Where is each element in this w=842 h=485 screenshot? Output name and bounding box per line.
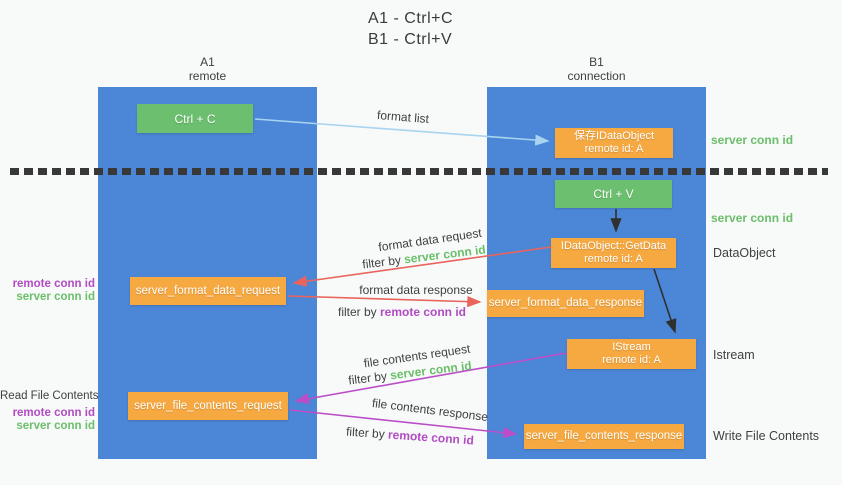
filter-by-text: filter by	[347, 368, 391, 388]
server-conn-id-annotation: server conn id	[16, 291, 95, 303]
format-data-response-label: format data response	[359, 283, 473, 297]
format-list-label: format list	[376, 107, 430, 127]
lane-header-a1: A1 remote	[98, 55, 317, 83]
save-idataobject-box: 保存IDataObject remote id: A	[555, 128, 673, 158]
read-file-contents-annotation: Read File Contents	[0, 390, 99, 402]
remote-conn-id-text: remote conn id	[387, 427, 475, 448]
istream-box: IStream remote id: A	[567, 339, 696, 369]
lane-a1-name: A1	[200, 55, 215, 69]
server-conn-id-annotation-top: server conn id	[711, 133, 794, 147]
dataobject-annotation: DataObject	[713, 246, 776, 260]
remote-conn-id-annotation: remote conn id	[12, 278, 95, 290]
title-line-2: B1 - Ctrl+V	[368, 31, 453, 48]
server-file-contents-request-label: server_file_contents_request	[134, 399, 282, 412]
getdata-line1: IDataObject::GetData	[560, 240, 667, 252]
server-format-data-request-label: server_format_data_request	[135, 284, 281, 297]
remote-conn-id-annotation: remote conn id	[12, 407, 95, 419]
title-line-1: A1 - Ctrl+C	[368, 10, 454, 27]
ctrl-c-label: Ctrl + C	[174, 111, 216, 126]
filter-by-text: filter by	[345, 424, 389, 442]
server-file-contents-response-label: server_file_contents_response	[525, 430, 683, 442]
file-contents-response-label: file contents response	[371, 395, 489, 425]
getdata-line2: remote id: A	[584, 253, 643, 265]
idataobject-getdata-box: IDataObject::GetData remote id: A	[551, 238, 676, 268]
save-idataobject-line2: remote id: A	[584, 143, 644, 155]
file-response-filter-label: filter by remote conn id	[346, 425, 475, 448]
istream-line2: remote id: A	[602, 354, 661, 366]
lane-b1-role: connection	[567, 69, 626, 83]
server-conn-id-annotation: server conn id	[16, 420, 95, 432]
server-file-contents-request-box: server_file_contents_request	[128, 392, 288, 420]
write-file-contents-annotation: Write File Contents	[713, 429, 820, 443]
istream-line1: IStream	[612, 341, 651, 353]
lane-b1-name: B1	[589, 55, 604, 69]
server-format-data-response-label: server_format_data_response	[488, 297, 643, 309]
file-request-conn-ids: remote conn id server conn id	[0, 407, 95, 433]
server-conn-id-annotation-mid: server conn id	[711, 211, 794, 225]
filter-by-text: filter by	[361, 252, 405, 272]
format-response-filter-label: filter by remote conn id	[338, 305, 466, 319]
lane-header-b1: B1 connection	[487, 55, 706, 83]
save-idataobject-line1: 保存IDataObject	[573, 130, 655, 142]
server-file-contents-response-box: server_file_contents_response	[524, 424, 684, 449]
ctrl-v-box: Ctrl + V	[555, 180, 672, 208]
remote-conn-id-text: remote conn id	[380, 305, 467, 319]
server-format-data-request-box: server_format_data_request	[130, 277, 286, 305]
istream-annotation: Istream	[713, 348, 755, 362]
format-request-conn-ids: remote conn id server conn id	[0, 278, 95, 304]
copy-paste-separator-line	[10, 168, 828, 175]
server-format-data-response-box: server_format_data_response	[487, 290, 644, 317]
diagram-title: A1 - Ctrl+C B1 - Ctrl+V	[368, 8, 453, 50]
ctrl-c-box: Ctrl + C	[137, 104, 253, 133]
filter-by-text: filter by	[337, 305, 380, 319]
lane-a1-role: remote	[188, 69, 227, 83]
ctrl-v-label: Ctrl + V	[593, 187, 634, 201]
